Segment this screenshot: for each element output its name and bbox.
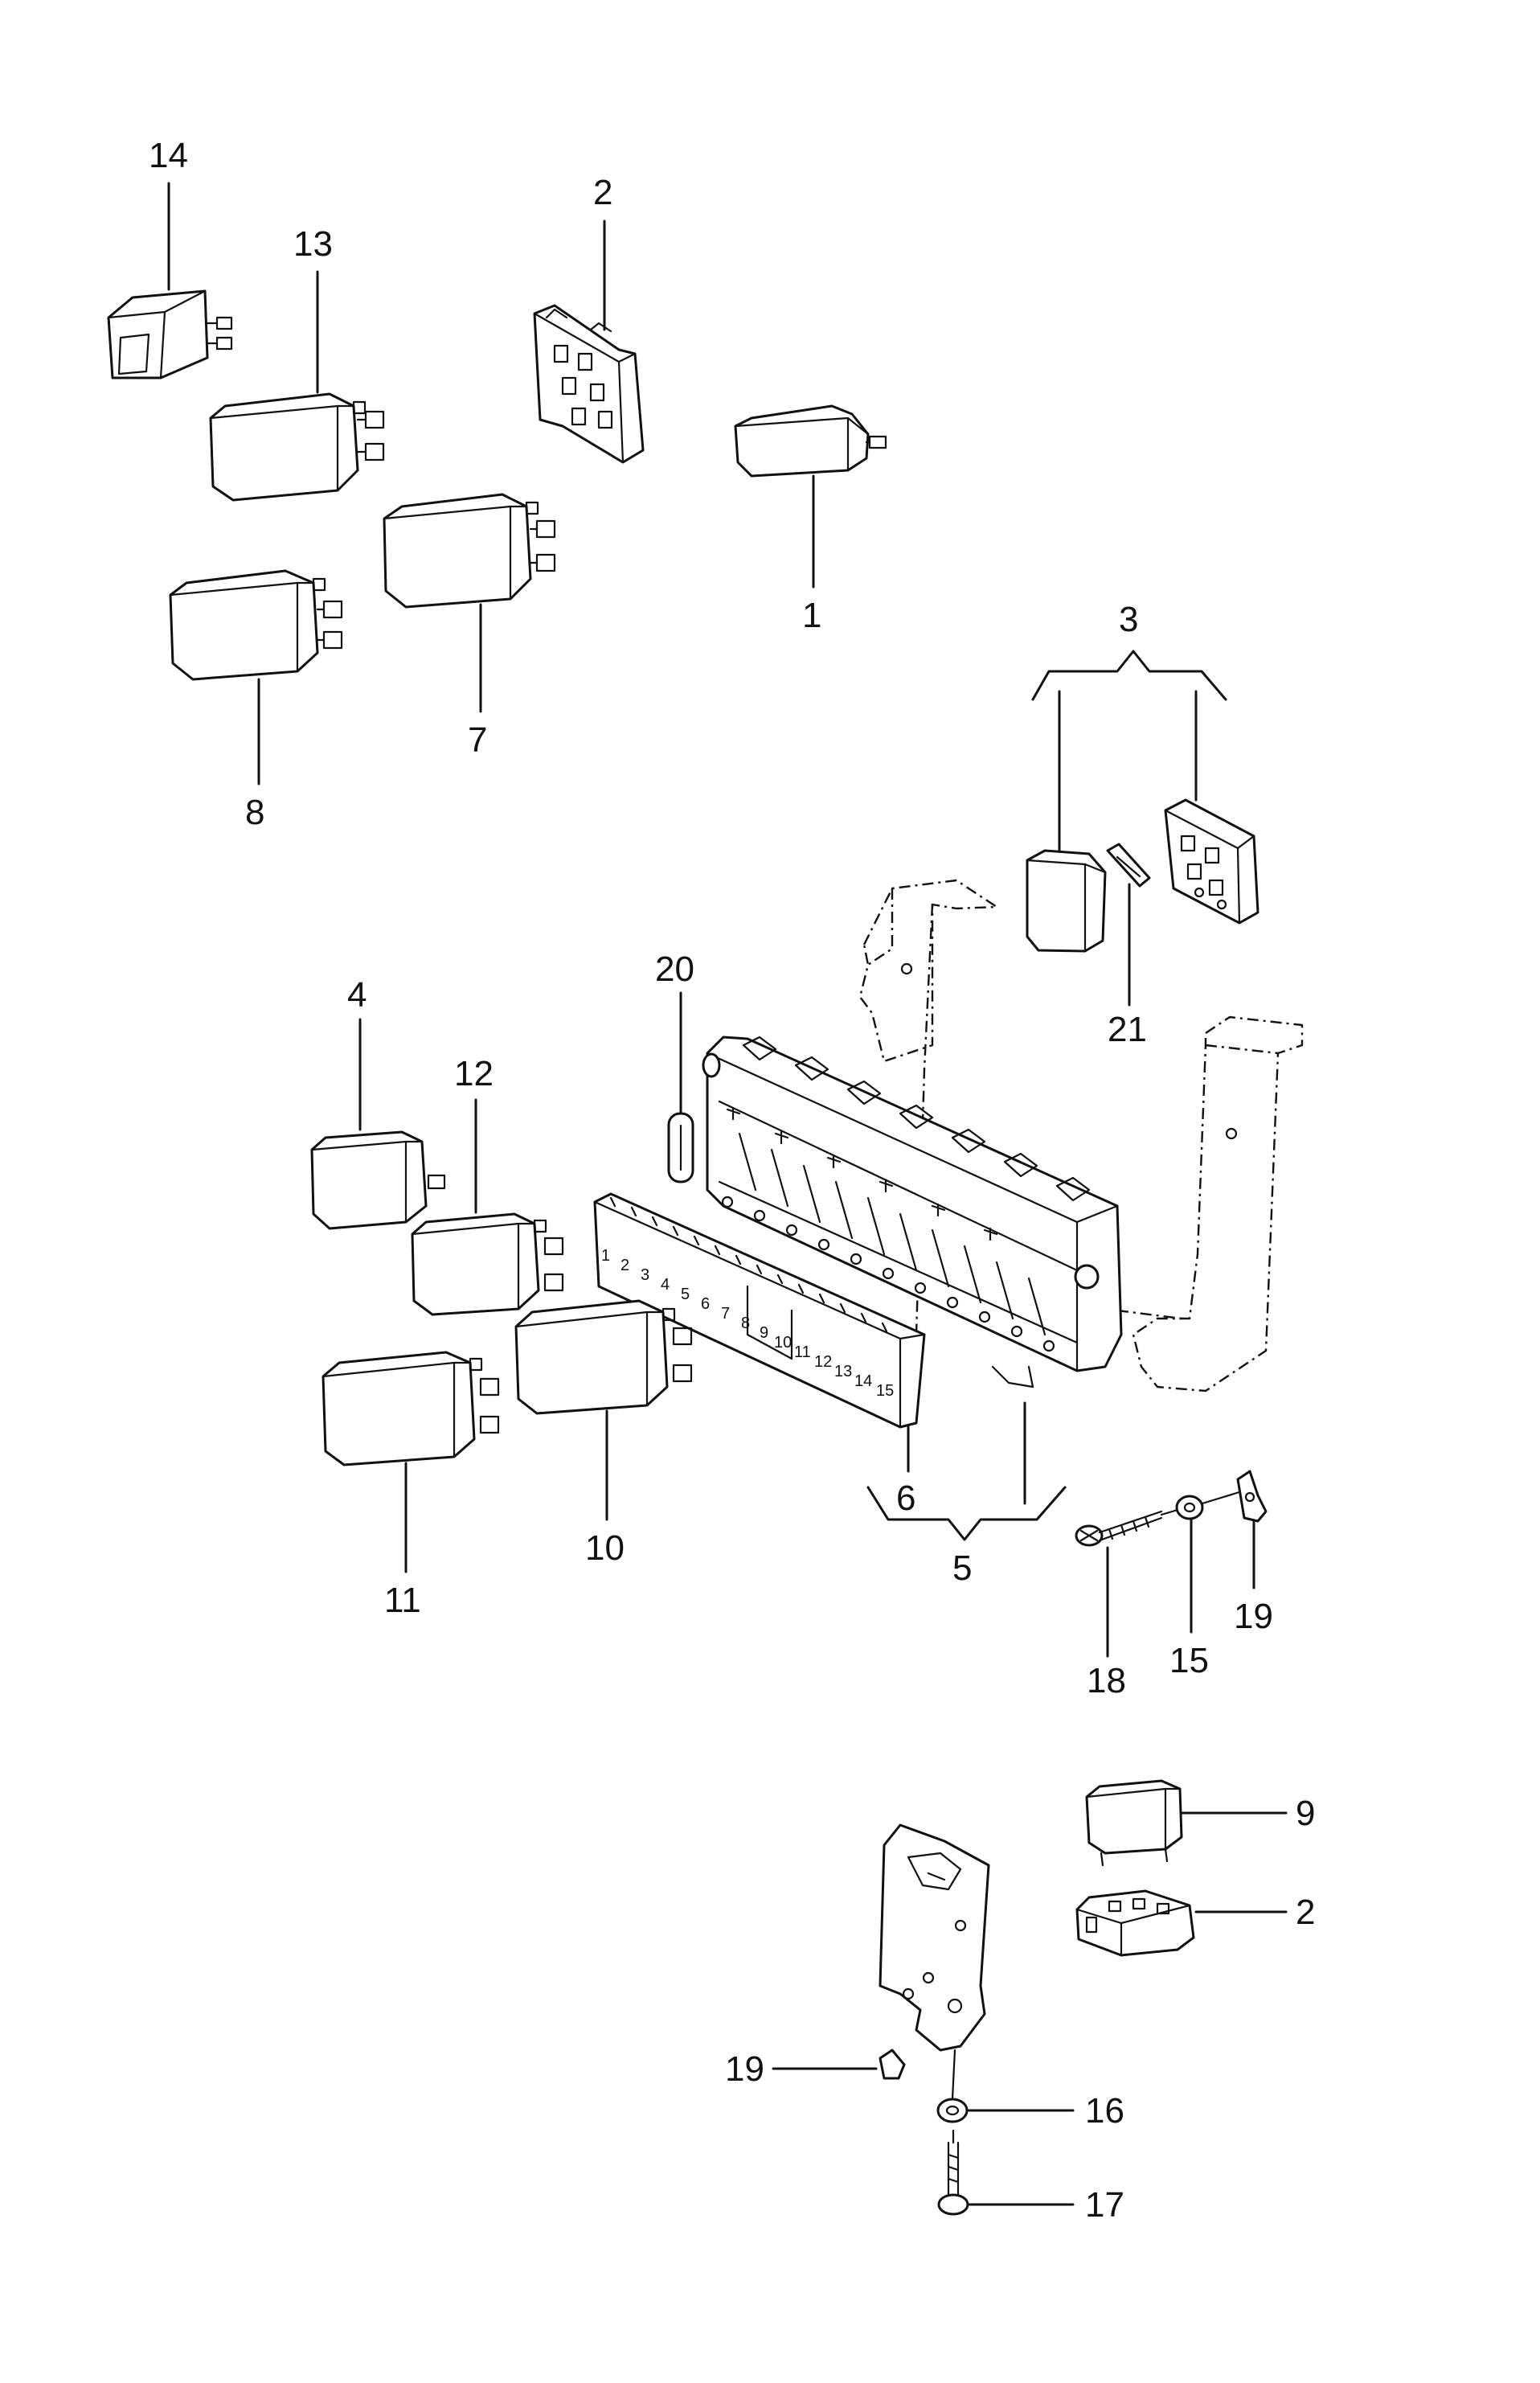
part-6-fuse-label-strip xyxy=(593,1192,926,1429)
callout-6: 6 xyxy=(896,1479,915,1518)
axis-line-16 xyxy=(951,2049,956,2100)
lower-mounting-bracket xyxy=(879,1823,990,2052)
part-18-screw xyxy=(1075,1510,1163,1547)
slot-number: 5 xyxy=(681,1286,690,1303)
callout-5: 5 xyxy=(952,1548,972,1588)
callout-4: 4 xyxy=(347,975,367,1015)
callout-7: 7 xyxy=(468,720,487,760)
slot-number: 9 xyxy=(760,1324,768,1342)
brace-3 xyxy=(1031,650,1227,701)
callout-2-bottom: 2 xyxy=(1296,1893,1315,1932)
part-9-relay xyxy=(1085,1779,1183,1867)
callout-11: 11 xyxy=(384,1581,421,1620)
slot-number: 3 xyxy=(641,1266,649,1284)
part-15-washer xyxy=(1175,1495,1204,1520)
part-19-clip-nut-right xyxy=(1236,1470,1268,1523)
mounting-bracket-outline xyxy=(858,879,1304,1392)
part-8-relay xyxy=(169,569,343,681)
slot-number: 2 xyxy=(621,1257,629,1274)
part-3-fuse-holder xyxy=(1164,798,1259,925)
slot-number: 14 xyxy=(854,1372,872,1390)
callout-8: 8 xyxy=(245,793,264,832)
part-2-relay-socket-bottom xyxy=(1075,1889,1195,1957)
slot-number: 7 xyxy=(721,1305,730,1323)
part-10-relay xyxy=(514,1299,693,1415)
part-1-flat-relay xyxy=(734,404,887,478)
axis-line-18 xyxy=(1160,1508,1179,1516)
callout-9: 9 xyxy=(1296,1794,1315,1833)
callout-12: 12 xyxy=(454,1054,494,1093)
callout-15: 15 xyxy=(1169,1641,1209,1680)
callout-2-top: 2 xyxy=(593,173,612,212)
part-14-relay xyxy=(107,289,233,379)
part-16-washer xyxy=(936,2098,969,2123)
slot-number: 4 xyxy=(661,1276,670,1294)
callout-19-left: 19 xyxy=(725,2049,764,2089)
callout-16: 16 xyxy=(1085,2091,1124,2131)
slot-number: 10 xyxy=(774,1334,792,1351)
callout-1: 1 xyxy=(802,596,821,635)
callout-21: 21 xyxy=(1108,1010,1147,1049)
slot-number: 13 xyxy=(834,1363,852,1380)
part-11-relay xyxy=(322,1351,500,1466)
fuse-slot-numbers: 1 2 3 4 5 6 7 8 9 10 11 12 13 14 15 xyxy=(601,1247,894,1400)
callout-17: 17 xyxy=(1085,2185,1124,2225)
callout-3: 3 xyxy=(1119,600,1138,639)
part-17-screw xyxy=(937,2129,969,2216)
slot-number: 1 xyxy=(601,1247,610,1265)
brace-5 xyxy=(866,1486,1067,1541)
slot-number: 6 xyxy=(701,1295,710,1313)
slot-number: 11 xyxy=(794,1343,811,1361)
slot-number: 8 xyxy=(741,1315,750,1332)
callout-13: 13 xyxy=(293,224,333,264)
callout-18: 18 xyxy=(1087,1661,1126,1700)
part-21-fuse xyxy=(1106,843,1151,888)
axis-line-15 xyxy=(1201,1490,1243,1505)
part-13-relay xyxy=(209,392,385,502)
slot-number: 15 xyxy=(876,1382,894,1400)
slot-number: 12 xyxy=(814,1353,832,1371)
part-20-fuse xyxy=(667,1112,694,1183)
part-12-relay xyxy=(411,1212,564,1316)
callout-10: 10 xyxy=(585,1528,625,1568)
callout-19-right: 19 xyxy=(1234,1597,1273,1636)
part-3-fuse-cover xyxy=(1026,849,1107,953)
callout-20: 20 xyxy=(655,950,694,989)
part-5-fuse-box xyxy=(702,1036,1123,1388)
part-2-relay-socket-top xyxy=(533,304,645,464)
part-7-relay xyxy=(383,493,556,609)
callout-14: 14 xyxy=(149,136,188,175)
part-19-clip-nut-left xyxy=(879,2049,906,2080)
part-4-relay xyxy=(310,1130,446,1230)
